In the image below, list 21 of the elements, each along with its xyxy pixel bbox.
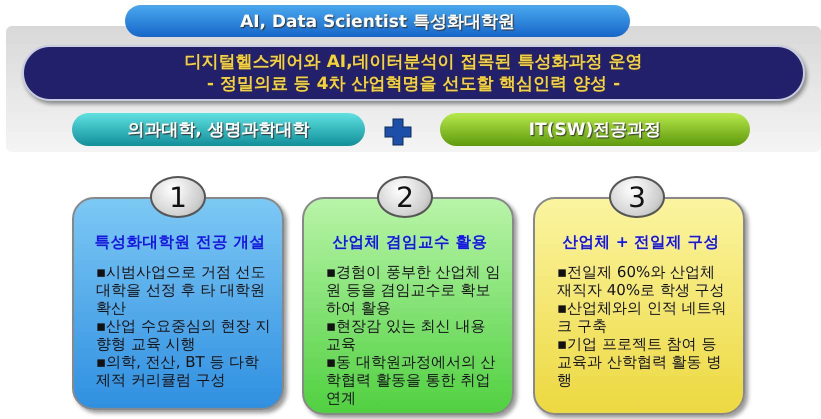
bullet-item: ▪산업체와의 인적 네트워크 구축 [556, 299, 728, 335]
title-banner: AI, Data Scientist 특성화대학원 [125, 5, 630, 37]
bullet-item: ▪기업 프로젝트 참여 등 교육과 산학협력 활동 병행 [556, 335, 722, 389]
banner-panel [22, 45, 805, 101]
card-heading: 산업체 + 전일제 구성 [561, 233, 721, 251]
bullet-item: ▪전일제 60%와 산업체 재직자 40%로 학생 구성 [556, 263, 726, 299]
bullet-item: ▪시범사업으로 거점 선도대학을 선정 후 타 대학원 확산 [95, 263, 267, 317]
bullet-item: ▪동 대학원과정에서의 산학협력 활동을 통한 취업연계 [325, 353, 497, 407]
number-circle: 1 [150, 176, 206, 218]
number-circle: 3 [609, 176, 665, 218]
bullet-item: ▪의학, 전산, BT 등 다학제적 커리큘럼 구성 [95, 353, 260, 389]
card-heading: 산업체 겸임교수 활용 [332, 233, 488, 251]
bullet-item: ▪경험이 풍부한 산업체 임원 등을 겸임교수로 확보하여 활용 [325, 263, 502, 317]
number-circle: 2 [377, 176, 433, 218]
category-pill: IT(SW)전공과정 [440, 113, 750, 146]
banner-headline: 디지털헬스케어와 AI,데이터분석이 접목된 특성화과정 운영 [184, 51, 642, 73]
bullet-item: ▪산업 수요중심의 현장 지향형 교육 시행 [95, 317, 272, 353]
card-heading: 특성화대학원 전공 개설 [94, 233, 266, 251]
category-pill: 의과대학, 생명과학대학 [72, 113, 365, 146]
banner-subtitle: - 정밀의료 등 4차 산업혁명을 선도할 핵심인력 양성 - [206, 73, 620, 95]
bullet-item: ▪현장감 있는 최신 내용 교육 [325, 317, 486, 353]
